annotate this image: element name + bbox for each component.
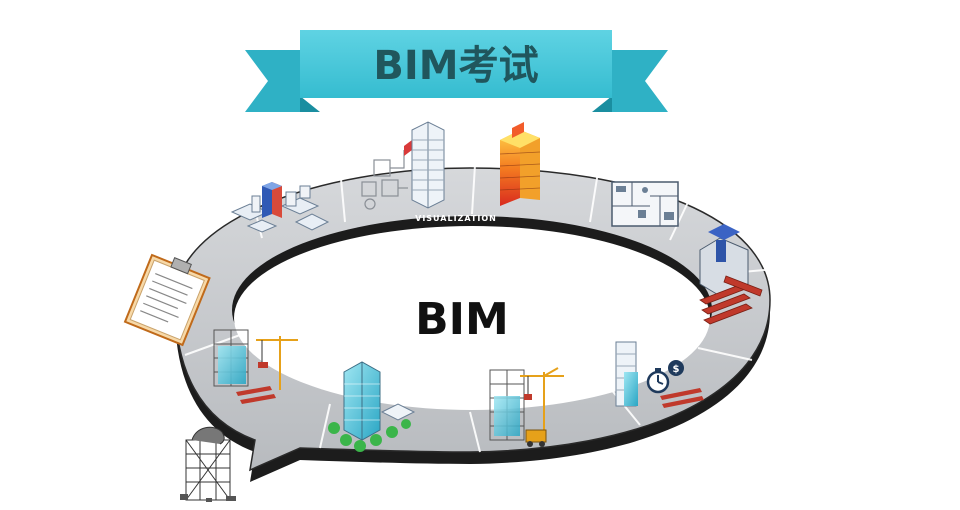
design-model-icon: [361, 121, 445, 210]
banner-title: BIM考试: [373, 43, 538, 89]
svg-text:$: $: [673, 364, 680, 375]
floor-plan-icon: [611, 181, 679, 227]
demolition-icon: [180, 426, 236, 502]
title-banner: BIM考试: [245, 30, 668, 112]
checklist-icon: [123, 253, 211, 347]
completed-building-icon: [328, 361, 416, 452]
construction-site-icon: [213, 329, 298, 404]
site-plan-icon: [230, 182, 330, 233]
cost-estimate-icon: $: [615, 341, 704, 408]
center-label: BIM: [415, 294, 509, 345]
fabrication-icon: [699, 224, 763, 325]
construction-crane-icon: [489, 367, 564, 447]
analysis-tower-icon: [499, 122, 541, 206]
ring-label: VISUALIZATION: [415, 214, 497, 223]
